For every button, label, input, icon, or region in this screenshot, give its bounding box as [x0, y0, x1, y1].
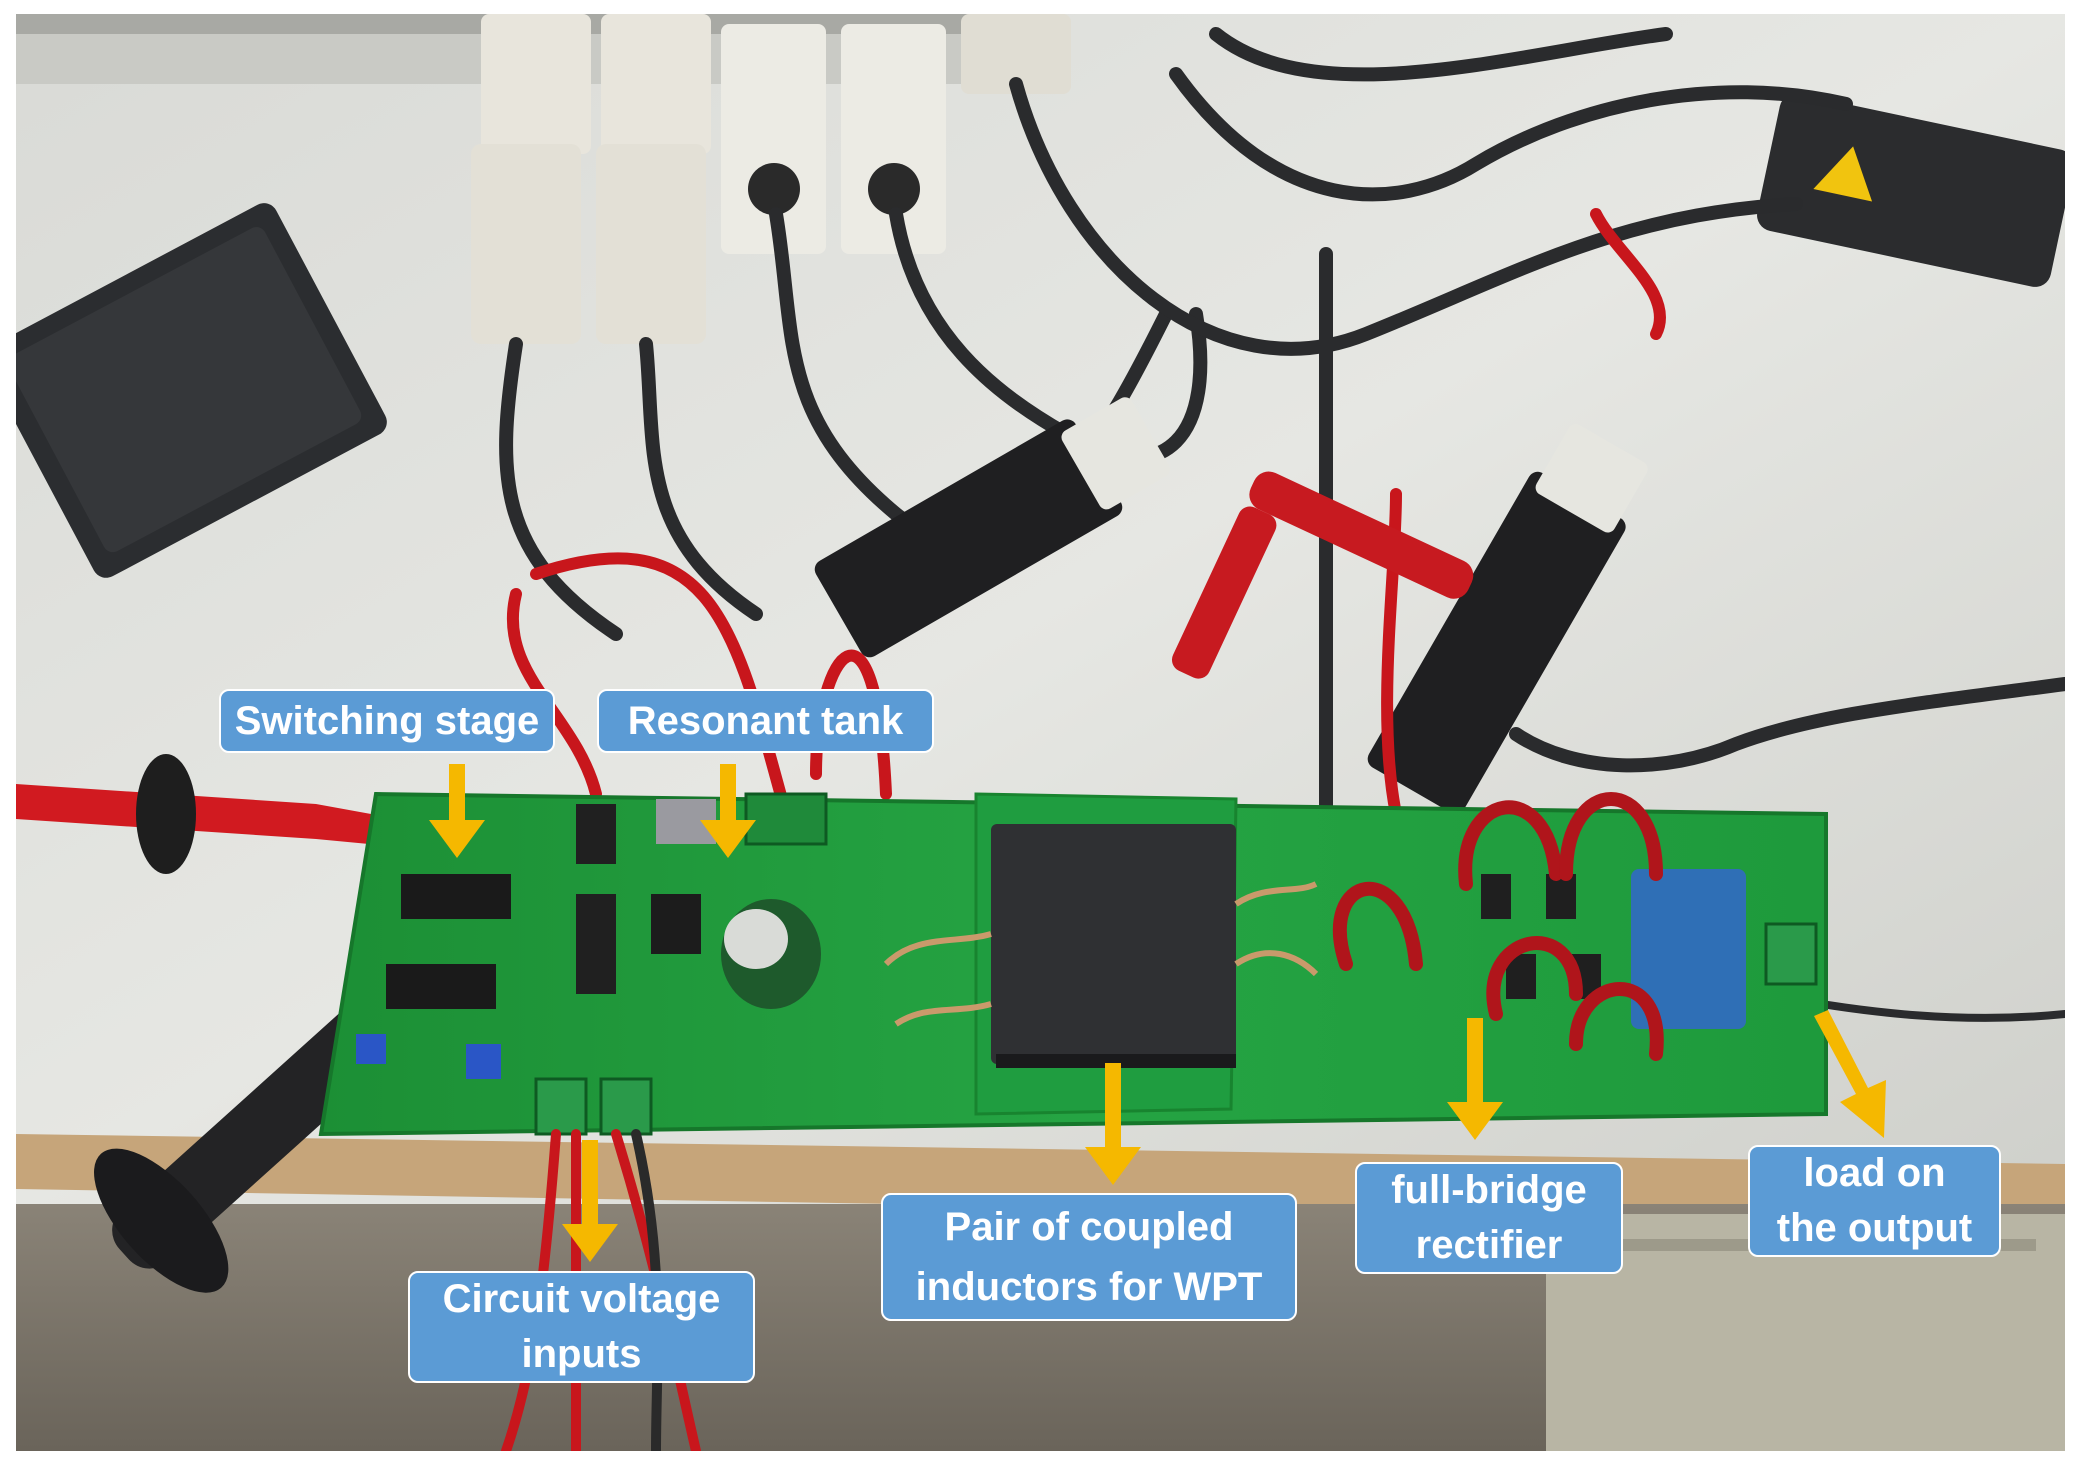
red-probe-hook	[1171, 471, 1474, 679]
arrow-circuit-voltage-inputs	[562, 1140, 618, 1262]
current-probes	[814, 397, 1648, 814]
arrow-resonant-tank	[700, 764, 756, 858]
arrow-switching-stage	[429, 764, 485, 858]
right-adapter	[1757, 93, 2065, 287]
black-cables	[499, 27, 2065, 1022]
label-full-bridge-rectifier: full-bridge rectifier	[1355, 1162, 1623, 1274]
arrow-load-output	[1814, 1010, 1886, 1138]
label-coupled-inductors: Pair of coupled inductors for WPT	[881, 1193, 1297, 1321]
label-circuit-voltage-inputs: Circuit voltage inputs	[408, 1271, 755, 1383]
probe-modules	[471, 14, 1071, 344]
label-load-output: load on the output	[1748, 1145, 2001, 1257]
probe-power-adapter	[16, 203, 387, 578]
pcb-board	[318, 791, 1828, 1137]
label-switching-stage: Switching stage	[219, 689, 555, 753]
arrow-coupled-inductors	[1085, 1063, 1141, 1185]
arrow-full-bridge-rectifier	[1447, 1018, 1503, 1140]
label-resonant-tank: Resonant tank	[597, 689, 934, 753]
